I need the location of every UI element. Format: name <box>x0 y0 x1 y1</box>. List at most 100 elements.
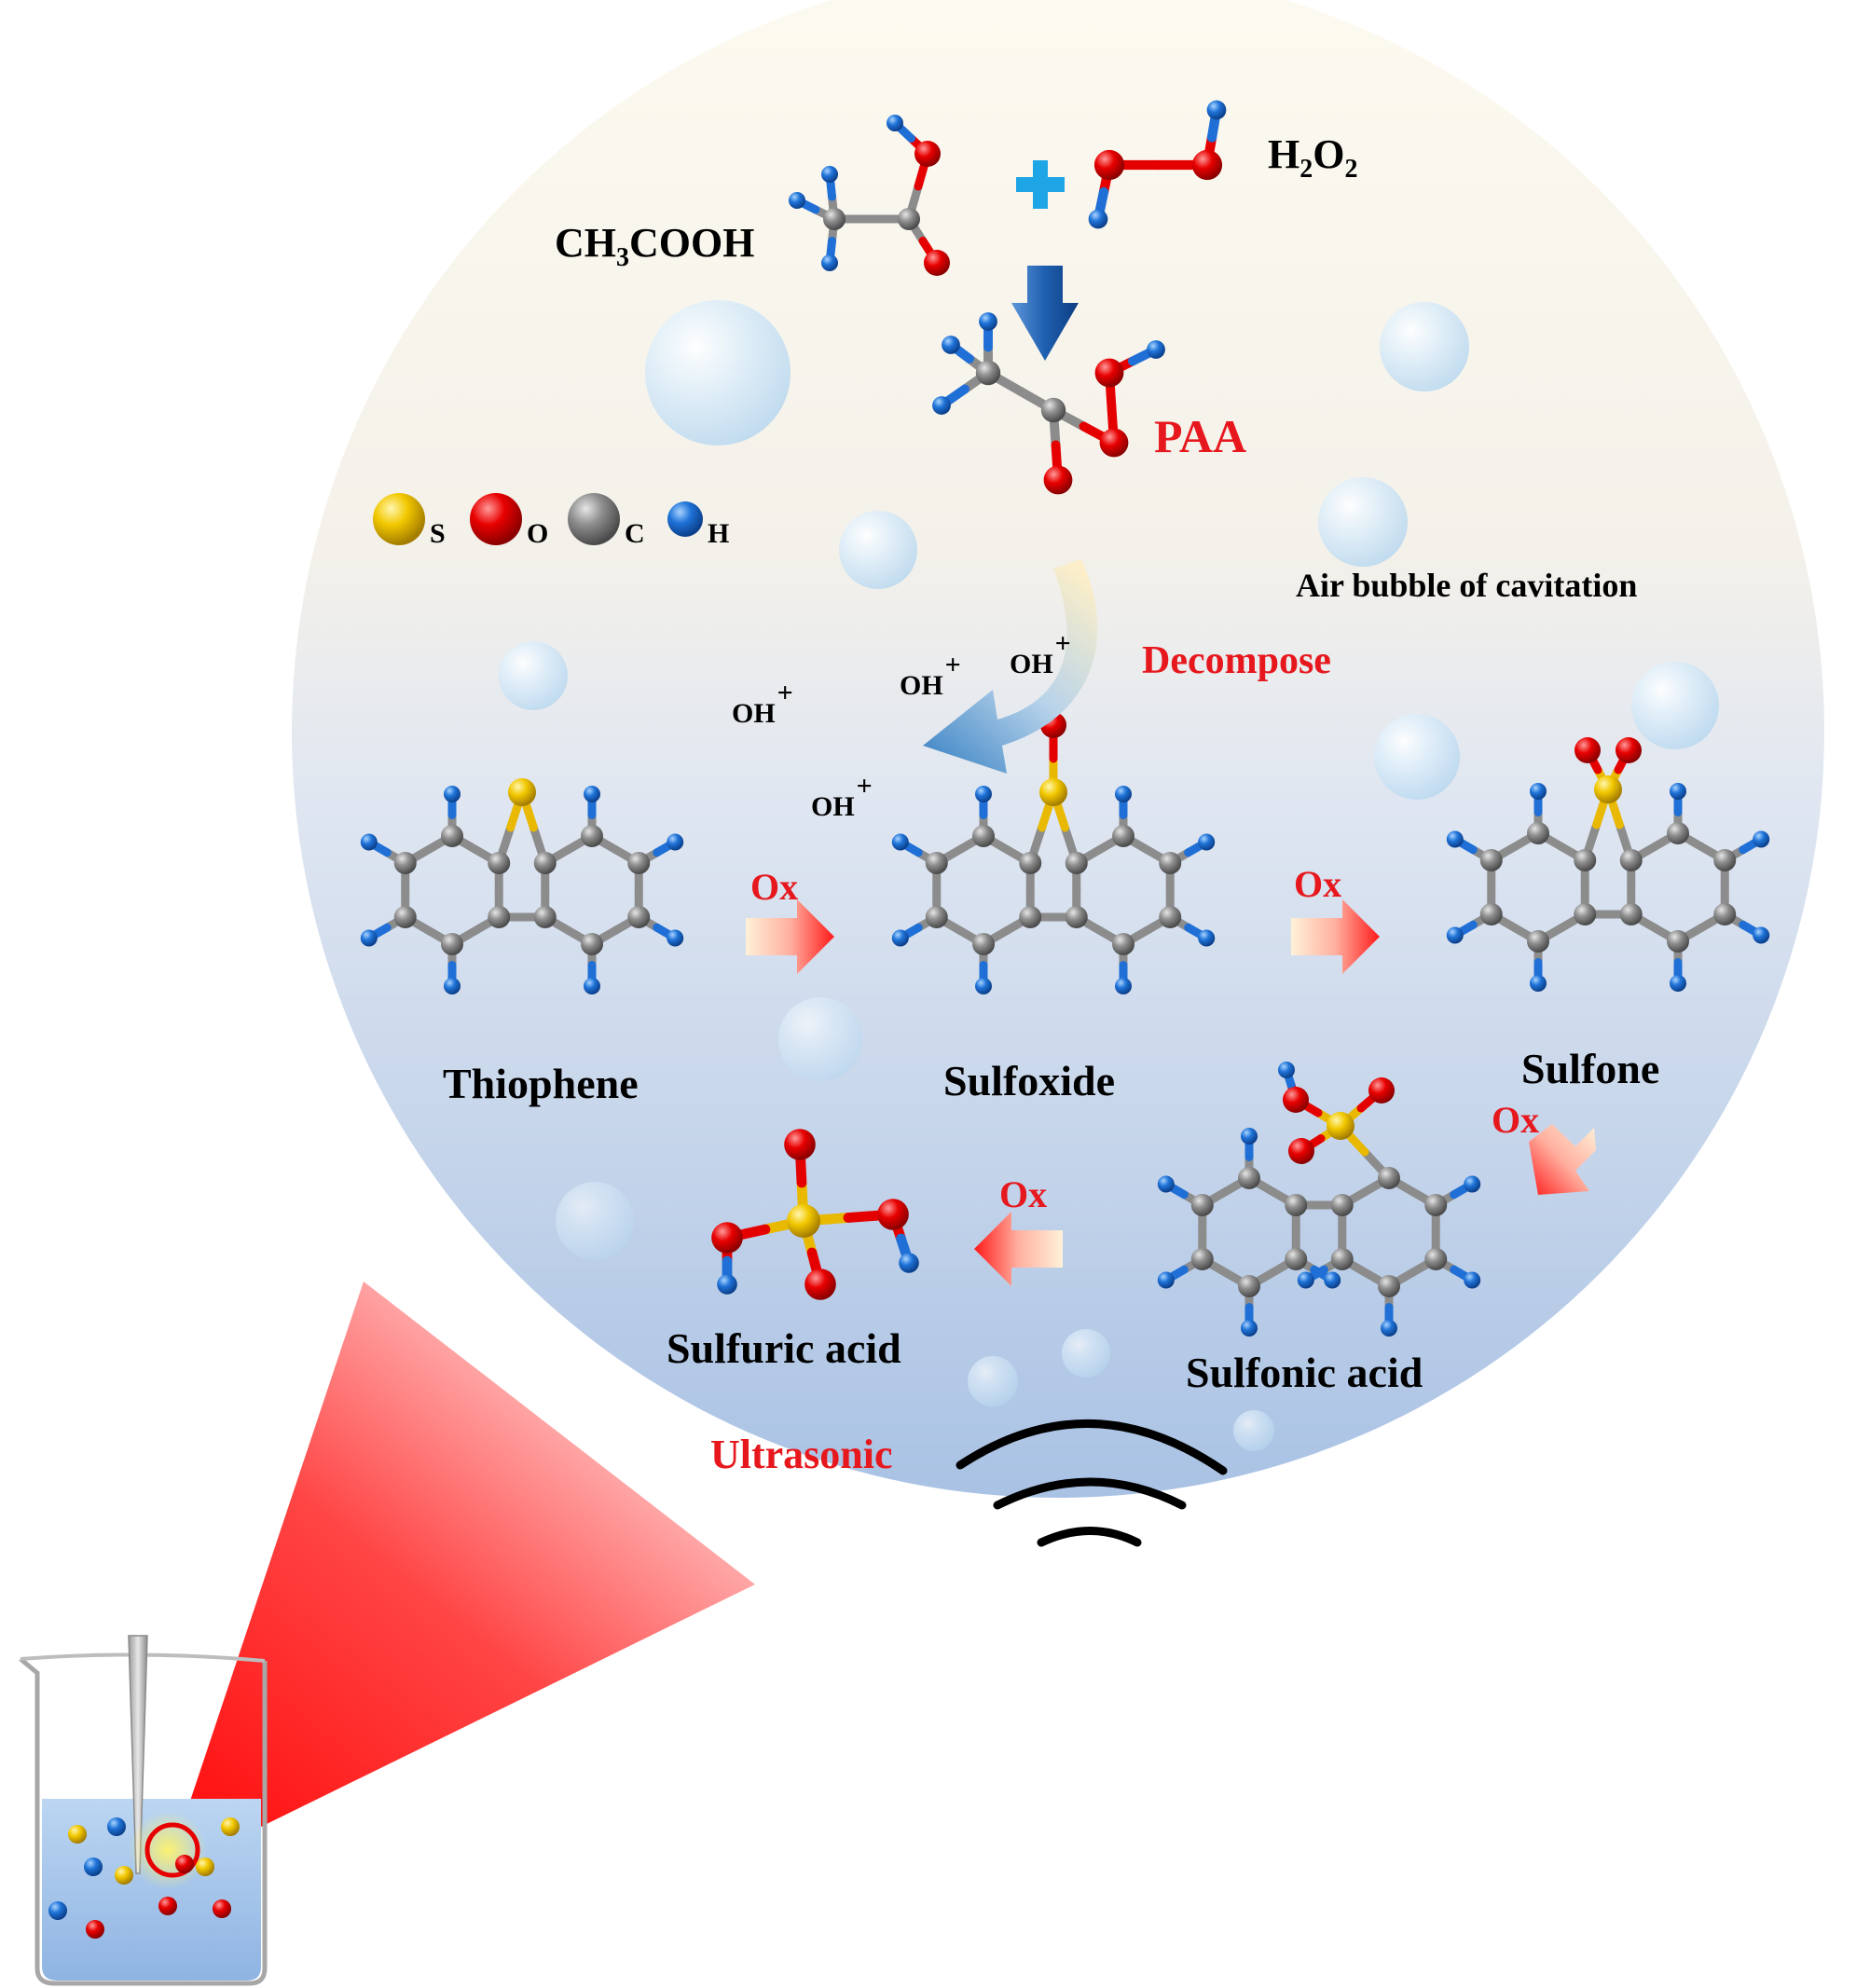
atom-h <box>360 929 378 947</box>
ultrasonic-label: Ultrasonic <box>710 1432 893 1477</box>
ultrasonic-waves-icon <box>956 1419 1228 1547</box>
sulfoxide-molecule <box>891 712 1216 994</box>
atom-o <box>804 1268 836 1300</box>
atom-h <box>584 786 600 802</box>
curved-arrow-icon <box>923 559 1098 774</box>
bubble <box>1374 714 1460 800</box>
beaker-particle-s <box>115 1866 133 1885</box>
bubble <box>645 300 791 446</box>
atom-o <box>1099 428 1129 458</box>
atom-c <box>972 933 995 955</box>
atom-o <box>1574 737 1601 763</box>
atom-c <box>1112 825 1134 847</box>
ox-label-3: Ox <box>1492 1099 1539 1141</box>
atom-c <box>925 852 948 874</box>
beaker-particle-h <box>48 1901 67 1920</box>
atom-h <box>1088 209 1108 229</box>
magnification-beam <box>166 1282 755 1873</box>
atom-o <box>1043 465 1073 495</box>
atom-h <box>891 929 909 947</box>
bubble <box>499 641 568 710</box>
atom-c <box>581 933 603 955</box>
atom-c <box>1285 1248 1308 1270</box>
atom-h <box>1753 926 1770 944</box>
atom-c <box>1424 1194 1448 1216</box>
atom-h <box>1324 1271 1341 1289</box>
atom-h <box>1446 926 1464 944</box>
atom-h <box>1198 833 1216 851</box>
atom-c <box>972 825 995 847</box>
oh-radical: OH+ <box>732 678 793 729</box>
ox-label-2: Ox <box>1294 863 1341 905</box>
atom-o <box>914 141 941 167</box>
atom-c <box>627 906 651 928</box>
cavitation-bubbles <box>499 300 1719 1451</box>
atom-c <box>533 852 557 874</box>
atom-h <box>444 786 461 802</box>
oh-radicals: OH+ OH+ OH+ OH+ <box>732 628 1071 822</box>
atom-c <box>1667 930 1689 953</box>
atom-c <box>1238 1275 1260 1297</box>
beaker-particle-h <box>84 1858 103 1876</box>
acetic-acid-label: CH3COOH <box>555 220 754 272</box>
atom-c <box>1479 849 1503 871</box>
atom-h <box>932 396 951 415</box>
bubble <box>778 997 862 1081</box>
decompose-label: Decompose <box>1142 639 1331 682</box>
atom-h <box>1670 783 1686 800</box>
atom-o <box>1368 1077 1395 1104</box>
atom-c <box>1238 1167 1260 1189</box>
atom-o <box>1094 358 1124 388</box>
atom-c <box>1378 1167 1400 1189</box>
atom-c <box>823 208 846 230</box>
atom-h <box>1530 975 1547 992</box>
atom-c <box>1112 933 1134 955</box>
atom-h <box>584 978 600 994</box>
beaker-particle-s <box>221 1817 240 1836</box>
bubble <box>1062 1329 1110 1378</box>
sulfuric-acid-label: Sulfuric acid <box>667 1324 901 1372</box>
atom-c <box>581 825 603 847</box>
thiophene-label: Thiophene <box>443 1060 639 1107</box>
beaker-particle-o <box>213 1899 231 1918</box>
atom-h <box>942 336 960 354</box>
atom-h <box>1115 978 1132 994</box>
atom-h <box>1115 786 1132 802</box>
atom-h <box>717 1274 737 1295</box>
bubble <box>1233 1410 1274 1451</box>
legend-sphere-c <box>568 493 620 545</box>
atom-c <box>1019 852 1042 874</box>
thiophene-molecule <box>360 778 684 994</box>
atom-c <box>1424 1248 1448 1270</box>
atom-c <box>1667 822 1689 844</box>
atom-c <box>1527 930 1549 953</box>
atom-h <box>1157 1175 1175 1193</box>
beaker-particle-h <box>107 1817 126 1836</box>
atom-c <box>441 933 463 955</box>
atom-h <box>821 254 838 271</box>
atom-h <box>1198 929 1216 947</box>
atom-c <box>1019 906 1042 928</box>
ox-arrow-4 <box>974 1212 1063 1286</box>
atom-h <box>1530 783 1547 800</box>
bubble <box>1380 302 1469 391</box>
atom-h <box>979 312 997 331</box>
legend-label-c: C <box>625 518 645 549</box>
beaker-particles <box>48 1817 240 1939</box>
bubble <box>1318 477 1408 567</box>
plus-icon <box>1016 160 1065 209</box>
atom-h <box>789 192 805 209</box>
beaker-particle-s <box>68 1825 87 1844</box>
atom-s <box>1594 775 1622 803</box>
atom-c <box>1713 849 1737 871</box>
atom-c <box>533 906 557 928</box>
atom-c <box>1713 903 1737 925</box>
atom-h <box>667 833 684 851</box>
atom-o <box>1093 149 1125 181</box>
paa-label: PAA <box>1154 410 1246 462</box>
sulfuric-acid-molecule <box>711 1129 919 1300</box>
beaker-particle-s <box>196 1858 214 1876</box>
atom-o <box>924 250 950 276</box>
